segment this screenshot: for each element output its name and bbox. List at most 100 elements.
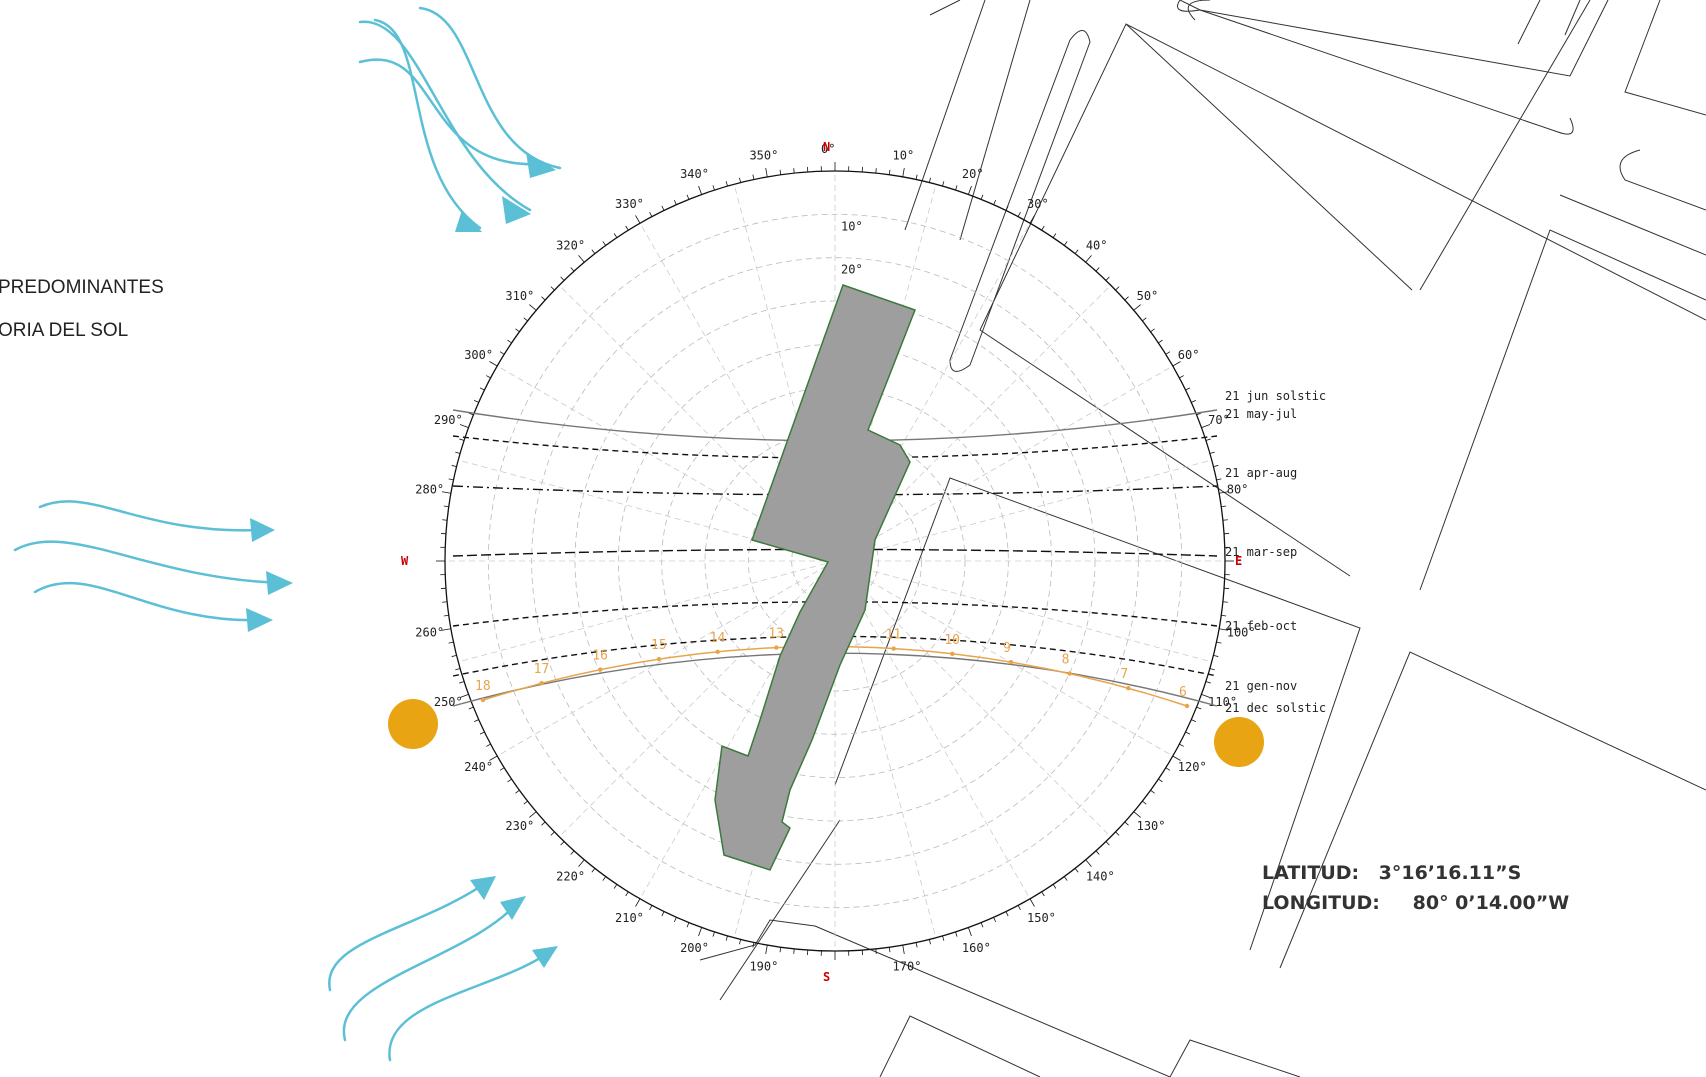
north-label: N xyxy=(823,140,830,154)
azimuth-tick xyxy=(1052,233,1057,238)
azimuth-tick xyxy=(1201,424,1211,428)
azimuth-tick xyxy=(1124,296,1129,301)
azimuth-tick xyxy=(955,931,958,937)
azimuth-tick xyxy=(1191,719,1197,723)
azimuth-tick xyxy=(1165,767,1171,771)
azimuth-tick xyxy=(752,942,755,948)
altitude-label: 10° xyxy=(841,219,863,233)
wind-arrow-icon xyxy=(33,581,267,622)
azimuth-tick xyxy=(1063,876,1068,881)
azimuth-tick xyxy=(486,375,491,379)
azimuth-tick xyxy=(1213,465,1219,468)
azimuth-tick xyxy=(1216,478,1222,481)
hour-label: 6 xyxy=(1179,685,1187,700)
azimuth-tick xyxy=(442,601,448,603)
azimuth-tick xyxy=(649,212,653,217)
azimuth-tick xyxy=(499,351,505,355)
azimuth-radial xyxy=(834,365,1173,562)
azimuth-tick xyxy=(578,255,585,263)
wind-arrows-north xyxy=(358,6,562,230)
azimuth-tick xyxy=(541,821,546,826)
wind-arrow-icon xyxy=(358,20,532,212)
azimuth-tick xyxy=(1005,205,1009,211)
azimuth-tick xyxy=(468,412,474,416)
azimuth-label: 190° xyxy=(749,960,778,974)
azimuth-label: 30° xyxy=(1027,197,1049,211)
azimuth-tick xyxy=(779,169,782,175)
azimuth-tick xyxy=(888,947,891,953)
azimuth-label: 60° xyxy=(1178,348,1200,362)
azimuth-tick xyxy=(635,215,641,224)
azimuth-tick xyxy=(980,194,984,200)
azimuth-tick xyxy=(448,641,454,644)
hour-label: 15 xyxy=(651,638,667,653)
azimuth-label: 320° xyxy=(556,238,585,252)
azimuth-radial xyxy=(558,560,836,838)
azimuth-tick xyxy=(942,181,945,187)
azimuth-tick xyxy=(1142,317,1147,322)
azimuth-tick xyxy=(1172,755,1181,761)
azimuth-tick xyxy=(698,185,702,195)
azimuth-tick xyxy=(625,891,629,897)
altitude-label: 20° xyxy=(841,263,863,277)
azimuth-tick xyxy=(1205,438,1211,441)
wind-arrow-icon xyxy=(373,18,482,230)
azimuth-tick xyxy=(1142,800,1147,805)
azimuth-tick xyxy=(591,249,596,254)
azimuth-label: 150° xyxy=(1027,911,1056,925)
legend-sun-label: ORIA DEL SOL xyxy=(0,320,129,341)
azimuth-tick xyxy=(1029,215,1035,224)
azimuth-tick xyxy=(459,438,465,441)
azimuth-tick xyxy=(902,945,905,955)
azimuth-label: 310° xyxy=(505,289,534,303)
azimuth-tick xyxy=(443,614,449,617)
west-label: W xyxy=(401,554,409,568)
azimuth-tick xyxy=(541,296,546,301)
hour-label: 18 xyxy=(475,679,491,694)
hour-label: 11 xyxy=(886,628,902,643)
sun-path-label: 21 mar-sep xyxy=(1225,545,1297,559)
azimuth-tick xyxy=(725,935,728,941)
azimuth-tick xyxy=(1201,694,1211,698)
azimuth-tick xyxy=(1222,519,1228,521)
hour-marker xyxy=(1184,703,1190,709)
azimuth-tick xyxy=(473,719,479,723)
azimuth-tick xyxy=(712,185,715,191)
azimuth-label: 340° xyxy=(680,167,709,181)
hour-label: 17 xyxy=(534,662,550,677)
hour-marker xyxy=(480,697,486,703)
azimuth-tick xyxy=(570,850,575,855)
azimuth-tick xyxy=(712,931,715,937)
azimuth-tick xyxy=(1124,821,1129,826)
azimuth-tick xyxy=(968,927,972,937)
wind-arrow-icon xyxy=(358,58,542,166)
azimuth-tick xyxy=(441,628,451,631)
azimuth-label: 260° xyxy=(415,626,444,640)
azimuth-tick xyxy=(1074,868,1079,873)
sun-path-label: 21 apr-aug xyxy=(1225,466,1297,480)
azimuth-tick xyxy=(875,948,877,954)
azimuth-label: 80° xyxy=(1227,482,1249,496)
azimuth-radial xyxy=(834,560,1031,899)
azimuth-tick xyxy=(673,199,677,205)
sun-path-label: 21 may-jul xyxy=(1225,407,1297,421)
site-plan xyxy=(699,0,1706,1077)
azimuth-tick xyxy=(993,917,997,923)
hour-label: 7 xyxy=(1120,667,1128,682)
azimuth-tick xyxy=(915,174,918,180)
azimuth-tick xyxy=(875,168,877,174)
wind-arrow-icon xyxy=(418,6,562,170)
azimuth-tick xyxy=(928,177,931,183)
azimuth-tick xyxy=(1179,375,1184,379)
legend-wind-label: PREDOMINANTES xyxy=(0,277,164,298)
azimuth-tick xyxy=(1150,328,1155,333)
azimuth-tick xyxy=(739,177,742,183)
longitude-row: LONGITUD: 80° 0’14.00”W xyxy=(1262,888,1569,918)
azimuth-tick xyxy=(1172,361,1181,367)
azimuth-tick xyxy=(765,167,768,177)
azimuth-tick xyxy=(1052,884,1057,889)
azimuth-radial xyxy=(834,560,1173,757)
azimuth-tick xyxy=(613,884,618,889)
azimuth-tick xyxy=(451,465,457,468)
